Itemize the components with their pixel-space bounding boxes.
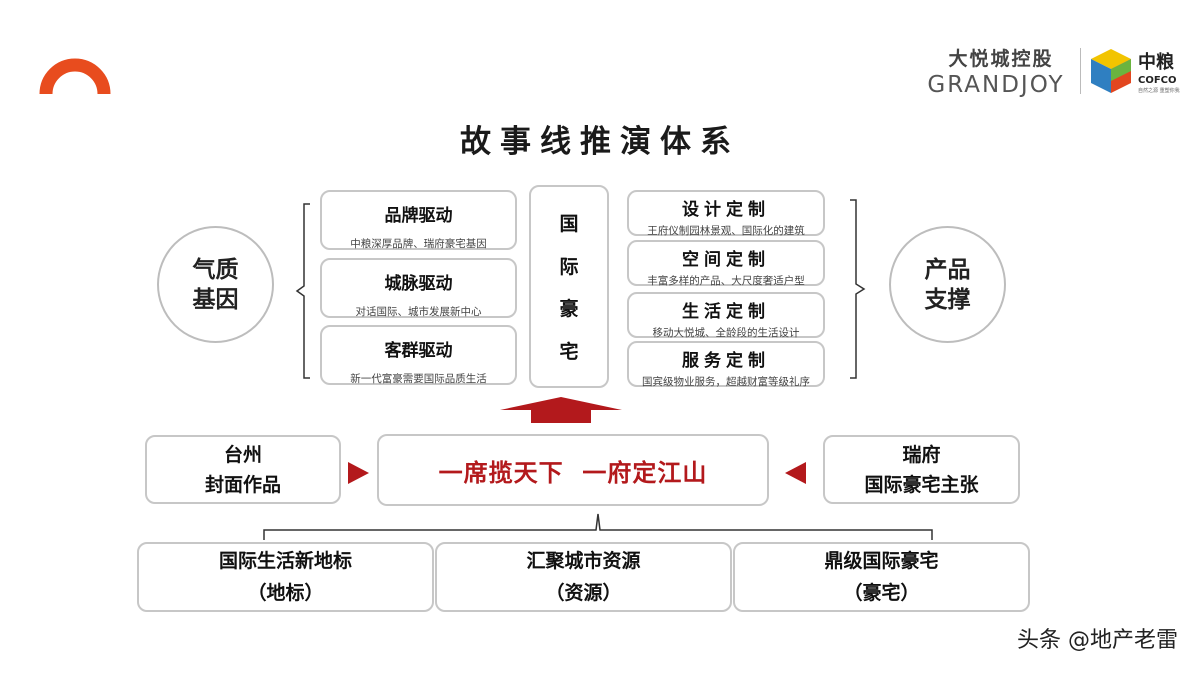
up-arrow-icon [500,397,622,423]
cofco-en: COFCO [1138,75,1177,86]
mid-line1: 瑞府 [902,443,941,466]
column-char: 豪 [559,298,579,321]
driver-box-city: 城脉驱动 对话国际、城市发展新中心 [320,258,517,318]
left-bracket [295,203,310,379]
custom-title: 服务定制 [682,351,770,371]
grandjoy-logo: 大悦城控股 GRANDJOY [916,44,1076,100]
custom-box-life: 生活定制 移动大悦城、全龄段的生活设计 [627,292,825,339]
bottom-bracket [263,513,933,540]
custom-desc: 王府仪制园林景观、国际化的建筑 [647,225,805,237]
bottom-line2: （资源） [545,582,622,604]
cofco-logo: 中粮 COFCO 自然之源 重塑你我 [1138,48,1196,98]
custom-title: 生活定制 [682,302,770,322]
driver-title: 客群驱动 [384,341,453,361]
custom-title: 空间定制 [682,250,770,270]
driver-box-customer: 客群驱动 新一代富豪需要国际品质生活 [320,325,517,385]
bottom-line2: （豪宅） [843,582,920,604]
circle-line2: 支撑 [924,286,971,313]
column-char: 际 [559,255,579,278]
circle-line1: 产品 [924,256,971,283]
circle-line1: 气质 [192,256,239,283]
custom-box-design: 设计定制 王府仪制园林景观、国际化的建筑 [627,190,825,237]
custom-box-service: 服务定制 国宾级物业服务，超越财富等级礼序 [627,341,825,388]
mid-line1: 台州 [223,443,262,466]
luxury-box: 鼎级国际豪宅 （豪宅） [733,542,1030,612]
driver-title: 品牌驱动 [384,206,453,226]
mid-line2: 封面作品 [204,473,281,496]
slogan-box: 一席揽天下 一府定江山 [377,434,769,506]
cofco-cn: 中粮 [1138,52,1174,73]
resources-box: 汇聚城市资源 （资源） [435,542,732,612]
grandjoy-cn: 大悦城控股 [948,48,1054,70]
driver-desc: 新一代富豪需要国际品质生活 [350,373,487,385]
driver-desc: 对话国际、城市发展新中心 [355,306,482,318]
landmark-box: 国际生活新地标 （地标） [137,542,434,612]
bottom-line1: 鼎级国际豪宅 [824,550,939,572]
watermark: 头条 @地产老雷 [1017,628,1178,653]
circle-line2: 基因 [192,286,239,313]
custom-title: 设计定制 [682,200,770,220]
left-triangle-icon [785,462,806,484]
ruifu-proposition-box: 瑞府 国际豪宅主张 [823,435,1020,504]
brand-ring-logo [36,38,114,100]
mid-line2: 国际豪宅主张 [864,473,979,496]
page-title: 故事线推演体系 [460,124,740,160]
slogan-text: 一席揽天下 一府定江山 [438,458,708,487]
column-char: 国 [559,212,579,235]
temperament-gene-circle: 气质 基因 [157,226,274,343]
driver-title: 城脉驱动 [384,274,453,294]
cofco-cube-icon [1087,46,1135,96]
bottom-line2: （地标） [247,582,324,604]
cofco-tagline: 自然之源 重塑你我 [1138,88,1180,94]
bottom-line1: 国际生活新地标 [218,550,352,572]
right-triangle-icon [348,462,369,484]
custom-desc: 国宾级物业服务，超越财富等级礼序 [642,376,810,388]
custom-box-space: 空间定制 丰富多样的产品、大尺度奢适户型 [627,240,825,287]
driver-box-brand: 品牌驱动 中粮深厚品牌、瑞府豪宅基因 [320,190,517,250]
driver-desc: 中粮深厚品牌、瑞府豪宅基因 [350,238,487,250]
grandjoy-en: GRANDJOY [927,72,1065,98]
bottom-line1: 汇聚城市资源 [526,550,641,572]
custom-desc: 移动大悦城、全龄段的生活设计 [652,327,800,339]
column-char: 宅 [559,341,579,364]
international-luxury-column: 国 际 豪 宅 [529,185,609,388]
product-support-circle: 产品 支撑 [889,226,1006,343]
logo-divider [1080,48,1081,94]
custom-desc: 丰富多样的产品、大尺度奢适户型 [647,275,805,287]
taizhou-cover-work-box: 台州 封面作品 [145,435,341,504]
right-bracket [850,199,866,379]
